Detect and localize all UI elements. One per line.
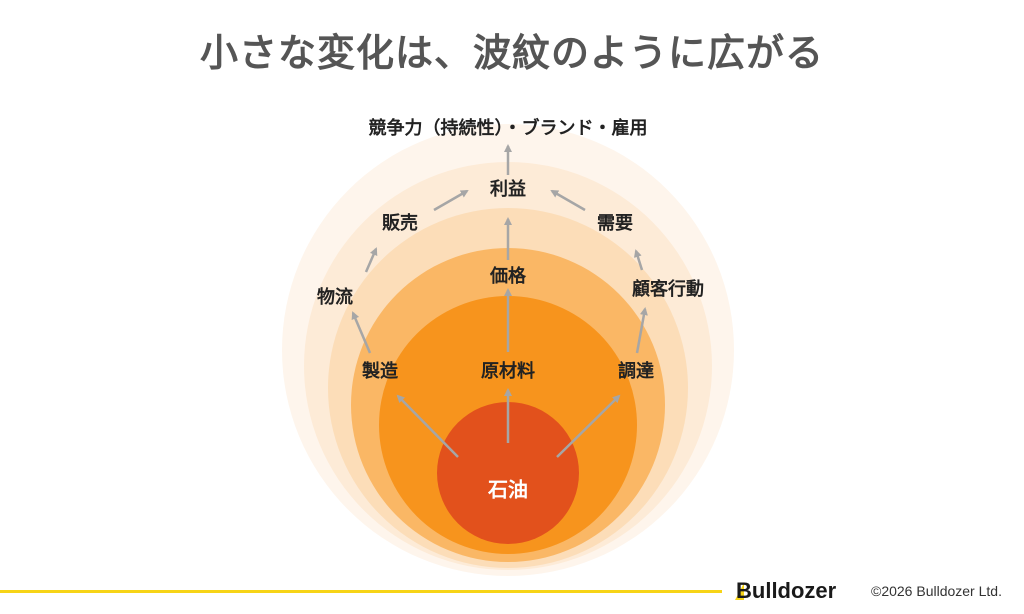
node-customer-behavior: 顧客行動 — [632, 279, 704, 300]
node-manufacturing: 製造 — [362, 361, 398, 382]
node-logistics: 物流 — [317, 287, 353, 308]
copyright: ©2026 Bulldozer Ltd. — [871, 583, 1002, 599]
core-circle — [437, 402, 579, 544]
node-oil: 石油 — [488, 477, 528, 502]
node-profit: 利益 — [490, 179, 526, 200]
arrow-core-procurement — [556, 394, 621, 458]
arrow-demand-profit — [550, 189, 586, 212]
node-competitiveness: 競争力（持続性）・ブランド・雇用 — [368, 118, 648, 139]
node-price: 価格 — [490, 266, 526, 287]
node-procurement: 調達 — [618, 361, 654, 382]
brand-logo: Bulldozer — [736, 578, 837, 603]
node-sales: 販売 — [382, 213, 418, 234]
node-raw-materials: 原材料 — [481, 361, 535, 382]
logo-mark-icon — [735, 583, 744, 600]
footer-accent-line — [0, 590, 722, 593]
arrow-customer-demand — [633, 249, 644, 271]
arrow-logistics-sales — [364, 247, 378, 273]
page-title: 小さな変化は、波紋のように広がる — [199, 31, 824, 75]
arrow-core-manufacturing — [396, 394, 459, 458]
node-demand: 需要 — [597, 213, 633, 234]
arrow-sales-profit — [433, 189, 469, 212]
arrow-manufacturing-logistics — [351, 311, 372, 354]
arrow-procurement-customer — [635, 307, 648, 354]
